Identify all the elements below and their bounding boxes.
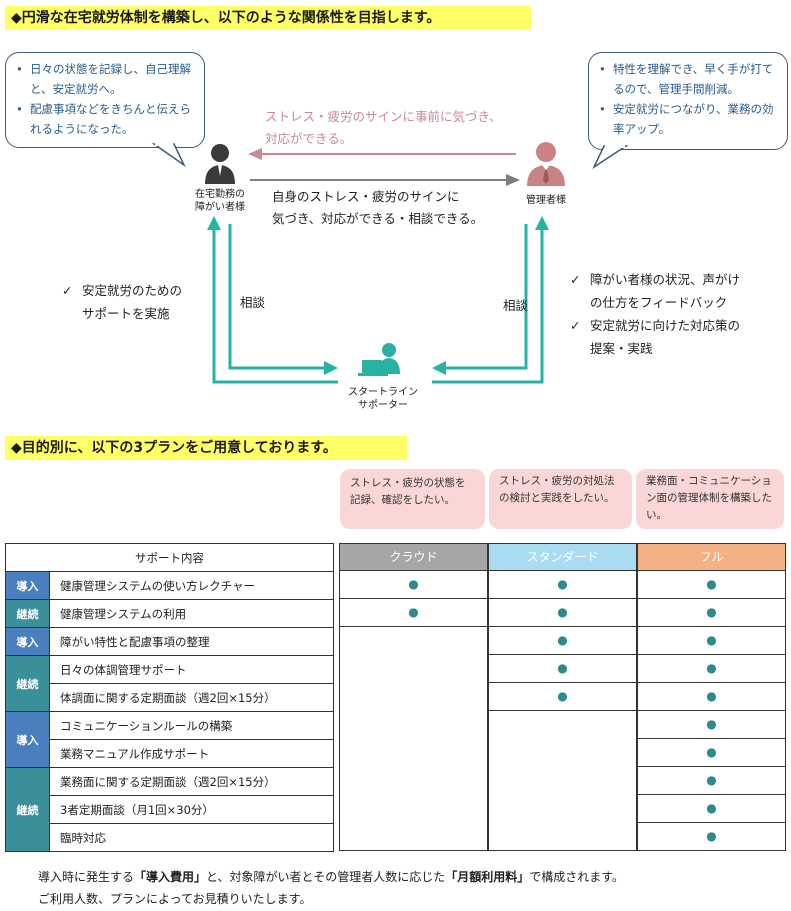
plan-included-mark: ● [637, 794, 786, 823]
plan-included-mark: ● [637, 570, 786, 599]
worker-label: 在宅勤務の 障がい者様 [180, 188, 260, 214]
check-item: 障がい者様の状況、声がけ [590, 272, 741, 287]
support-item: コミュニケーションルールの構築 [49, 711, 334, 740]
plan-included-mark: ● [488, 626, 637, 655]
estimate-note: ご利用人数、プランによってお見積りいたします。 [38, 892, 312, 906]
check-icon: ✓ [570, 272, 581, 287]
manager-person-icon [527, 142, 565, 186]
section1-heading: ◆円滑な在宅就労体制を構築し、以下のような関係性を目指します。 [5, 6, 531, 30]
plan-included-mark: ● [488, 682, 637, 711]
worker-awareness-line: 気づき、対応ができる・相談できる。 [272, 211, 484, 226]
manager-voice-item: 特性を理解でき、早く手が打てるので、管理手間削減。 [595, 59, 781, 99]
plan-included-mark: ● [637, 738, 786, 767]
worker-awareness-line: 自身のストレス・疲労のサインに [272, 189, 460, 204]
supporter-label: スタートライン サポーター [338, 386, 428, 412]
pricing-note: 導入時に発生する「導入費用」と、対象障がい者とその管理者人数に応じた「月額利用料… [38, 866, 624, 910]
bubble-tail [151, 143, 186, 168]
worker-label-line: 障がい者様 [195, 202, 245, 213]
plan-desc-standard: ストレス・疲労の対処法の検討と実践をしたい。 [489, 469, 632, 529]
supporter-label-line: サポーター [358, 400, 408, 411]
support-item: 臨時対応 [49, 823, 334, 852]
plan-included-mark: ● [637, 682, 786, 711]
support-item: 業務面に関する定期面談（週2回×15分） [49, 767, 334, 796]
plan-included-mark: ● [637, 710, 786, 739]
bubble-tail [592, 145, 629, 170]
manager-to-worker-arrow [248, 148, 516, 160]
plan-desc-cloud: ストレス・疲労の状態を記録、確認をしたい。 [340, 469, 485, 529]
category-intro: 導入 [5, 711, 50, 768]
plan-included-mark: ● [488, 598, 637, 627]
manager-awareness-text: ストレス・疲労のサインに事前に気づき、 対応ができる。 [265, 106, 502, 150]
check-item: サポートを実施 [82, 306, 170, 321]
support-item: 3者定期面談（月1回×30分） [49, 795, 334, 824]
supporter-service-list: ✓ 安定就労のための サポートを実施 [62, 279, 182, 325]
plan-included-mark: ● [637, 598, 786, 627]
manager-label: 管理者様 [526, 195, 566, 206]
plan-comparison-grid: クラウド●●スタンダード●●●●●フル●●●●●●●●●● [339, 543, 786, 853]
support-item: 業務マニュアル作成サポート [49, 739, 334, 768]
plan-header-standard: スタンダード [488, 543, 637, 571]
worker-voice-bubble: 日々の状態を記録し、自己理解と、安定就労へ。 配慮事項などをきちんと伝えられるよ… [5, 52, 205, 148]
worker-person-icon [205, 144, 235, 184]
support-header: サポート内容 [5, 543, 334, 572]
plan-header-full: フル [637, 543, 786, 571]
plan-included-mark: ● [637, 626, 786, 655]
category-intro: 導入 [5, 571, 50, 600]
section2-heading: ◆目的別に、以下の3プランをご用意しております。 [5, 436, 407, 460]
plan-included-mark: ● [488, 570, 637, 599]
support-items-table: サポート内容 導入 健康管理システムの使い方レクチャー 継続 健康管理システムの… [5, 543, 334, 852]
support-item: 体調面に関する定期面談（週2回×15分） [49, 683, 334, 712]
support-item: 障がい特性と配慮事項の整理 [49, 627, 334, 656]
supporter-label-line: スタートライン [348, 387, 418, 398]
initial-fee-label: 「導入費用」 [134, 870, 207, 884]
pricing-text: 導入時に発生する [38, 870, 135, 884]
worker-voice-item: 配慮事項などをきちんと伝えられるようになった。 [12, 99, 196, 139]
check-icon: ✓ [62, 283, 73, 298]
check-item: の仕方をフィードバック [590, 295, 728, 310]
consult-arrows [207, 216, 549, 384]
plan-included-mark: ● [637, 766, 786, 795]
pricing-text: と、対象障がい者とその管理者人数に応じた [206, 870, 446, 884]
supporter-pc-icon [358, 343, 400, 376]
check-icon: ✓ [570, 318, 581, 333]
category-continue: 継続 [5, 599, 50, 628]
consult-left-label: 相談 [240, 295, 266, 310]
manager-voice-item: 安定就労につながり、業務の効率アップ。 [595, 99, 781, 139]
worker-voice-item: 日々の状態を記録し、自己理解と、安定就労へ。 [12, 59, 196, 99]
plan-included-mark: ● [488, 654, 637, 683]
pricing-text: で構成されます。 [529, 870, 625, 884]
consult-right-label: 相談 [503, 298, 529, 313]
worker-to-manager-arrow [250, 174, 520, 186]
manager-awareness-line: ストレス・疲労のサインに事前に気づき、 [265, 109, 502, 124]
worker-awareness-text: 自身のストレス・疲労のサインに 気づき、対応ができる・相談できる。 [272, 186, 483, 230]
worker-label-line: 在宅勤務の [195, 189, 245, 200]
category-continue: 継続 [5, 767, 50, 852]
check-item: 安定就労のための [82, 283, 183, 298]
manager-awareness-line: 対応ができる。 [265, 131, 353, 146]
support-item: 日々の体調管理サポート [49, 655, 334, 684]
plan-included-mark: ● [339, 598, 488, 627]
plan-header-cloud: クラウド [339, 543, 488, 571]
support-item: 健康管理システムの使い方レクチャー [49, 571, 334, 600]
plan-included-mark: ● [637, 654, 786, 683]
plan-included-mark: ● [637, 822, 786, 851]
check-item: 安定就労に向けた対応策の [590, 318, 741, 333]
manager-voice-bubble: 特性を理解でき、早く手が打てるので、管理手間削減。 安定就労につながり、業務の効… [588, 52, 788, 150]
plan-included-mark: ● [339, 570, 488, 599]
category-intro: 導入 [5, 627, 50, 656]
plan-desc-full: 業務面・コミュニケーション面の管理体制を構築したい。 [636, 469, 784, 529]
check-item: 提案・実践 [590, 341, 653, 356]
monthly-fee-label: 「月額利用料」 [445, 870, 530, 884]
category-continue: 継続 [5, 655, 50, 712]
support-item: 健康管理システムの利用 [49, 599, 334, 628]
manager-service-list: ✓障がい者様の状況、声がけ の仕方をフィードバック ✓安定就労に向けた対応策の … [570, 268, 740, 360]
